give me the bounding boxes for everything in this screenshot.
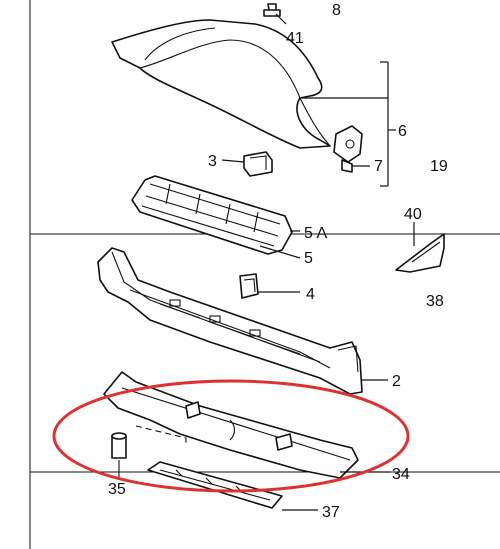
part-35-spacer bbox=[111, 425, 187, 478]
highlight-ellipse bbox=[52, 379, 410, 493]
label-37: 37 bbox=[322, 504, 340, 521]
part-5a-grille bbox=[131, 175, 300, 255]
label-5: 5 bbox=[304, 250, 313, 267]
label-7: 7 bbox=[374, 158, 383, 175]
part-6-glovebox-lid bbox=[111, 19, 331, 149]
label-34: 34 bbox=[392, 466, 410, 483]
part-41-screw bbox=[263, 3, 287, 25]
label-6: 6 bbox=[398, 123, 407, 140]
label-35: 35 bbox=[108, 481, 126, 498]
part-7-hinge bbox=[333, 125, 370, 173]
label-41: 41 bbox=[286, 30, 304, 47]
part-2-dash-carrier bbox=[97, 245, 388, 395]
label-38: 38 bbox=[426, 293, 444, 310]
part-6-bracket bbox=[302, 61, 396, 187]
label-40: 40 bbox=[404, 206, 422, 223]
label-3: 3 bbox=[208, 153, 217, 170]
part-40-side-trim bbox=[395, 222, 445, 273]
label-5a: 5 A bbox=[304, 225, 327, 242]
label-19: 19 bbox=[430, 158, 448, 175]
part-37-bracket bbox=[147, 461, 318, 511]
label-8: 8 bbox=[332, 2, 341, 19]
label-2: 2 bbox=[392, 373, 401, 390]
part-4-clip bbox=[239, 273, 300, 299]
part-3-clip bbox=[221, 151, 273, 177]
label-4: 4 bbox=[306, 286, 315, 303]
